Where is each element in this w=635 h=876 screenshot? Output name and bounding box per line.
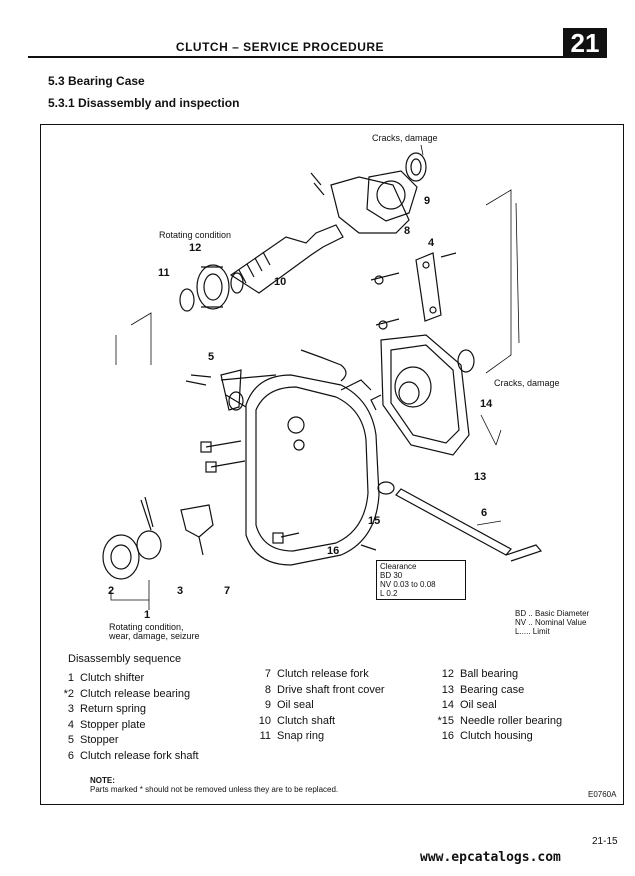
- clearance-box: Clearance BD 30 NV 0.03 to 0.08 L 0.2: [376, 560, 466, 600]
- callout-10: 10: [274, 276, 287, 288]
- clutch-housing-drawing: [220, 374, 380, 566]
- leader-lines: [110, 144, 520, 610]
- figure-code: E0760A: [588, 790, 617, 799]
- note-text: Parts marked * should not be removed unl…: [90, 785, 339, 794]
- callout-15: 15: [368, 515, 381, 527]
- stopper-drawing: [185, 369, 244, 411]
- drive-shaft-front-cover-drawing: [310, 152, 427, 234]
- clutch-shaft-drawing: [229, 224, 344, 294]
- callout-16: 16: [327, 545, 340, 557]
- note-rotating-condition-bottom: Rotating condition,: [109, 622, 184, 632]
- legend-l: L..... Limit: [515, 627, 550, 636]
- clearance-limit: L 0.2: [380, 589, 398, 598]
- source-website: www.epcatalogs.com: [420, 850, 561, 865]
- callout-5: 5: [208, 351, 215, 363]
- note-rotating-condition: Rotating condition: [159, 230, 232, 240]
- clearance-bd: BD 30: [380, 571, 403, 580]
- stopper-plate-drawing: [370, 252, 457, 330]
- note-title: NOTE:: [90, 776, 115, 785]
- note-cracks-damage-right: Cracks, damage: [494, 378, 560, 388]
- return-spring-drawing: [300, 349, 347, 382]
- page-header-title: CLUTCH – SERVICE PROCEDURE: [175, 40, 385, 54]
- clutch-release-fork-drawing: [180, 504, 214, 556]
- section-title: 5.3 Bearing Case: [48, 74, 145, 88]
- callout-13: 13: [474, 471, 487, 483]
- note-wear-damage-seizure: wear, damage, seizure: [109, 631, 200, 641]
- callout-14: 14: [480, 398, 493, 410]
- clearance-title: Clearance: [380, 562, 417, 571]
- exploded-view-diagram: [102, 144, 543, 610]
- callout-4: 4: [428, 237, 435, 249]
- clutch-release-fork-shaft-drawing: [377, 481, 543, 562]
- subsection-title: 5.3.1 Disassembly and inspection: [48, 96, 240, 110]
- callout-9: 9: [424, 195, 431, 207]
- callout-11: 11: [158, 267, 170, 279]
- legend-bd: BD .. Basic Diameter: [515, 609, 590, 618]
- disassembly-sequence-title: Disassembly sequence: [68, 653, 182, 665]
- abbreviation-legend: BD .. Basic Diameter NV .. Nominal Value…: [515, 609, 589, 636]
- ball-bearing-drawing: [179, 264, 230, 312]
- figure-frame: [40, 124, 624, 805]
- callout-2: 2: [108, 585, 115, 597]
- header-rule: [28, 56, 563, 58]
- page-number: 21-15: [592, 836, 618, 847]
- bolts-drawing: [200, 440, 300, 544]
- callout-6: 6: [481, 507, 488, 519]
- bearing-case-drawing: [370, 334, 475, 456]
- clearance-nv: NV 0.03 to 0.08: [380, 580, 436, 589]
- legend-nv: NV .. Nominal Value: [515, 618, 587, 627]
- callout-7: 7: [224, 585, 231, 597]
- callout-12: 12: [189, 242, 202, 254]
- note-cracks-damage-top: Cracks, damage: [372, 133, 438, 143]
- chapter-number-badge: 21: [563, 28, 607, 58]
- clutch-release-bearing-drawing: [102, 496, 162, 580]
- callout-3: 3: [177, 585, 184, 597]
- callout-8: 8: [404, 225, 411, 237]
- callout-1: 1: [144, 609, 151, 621]
